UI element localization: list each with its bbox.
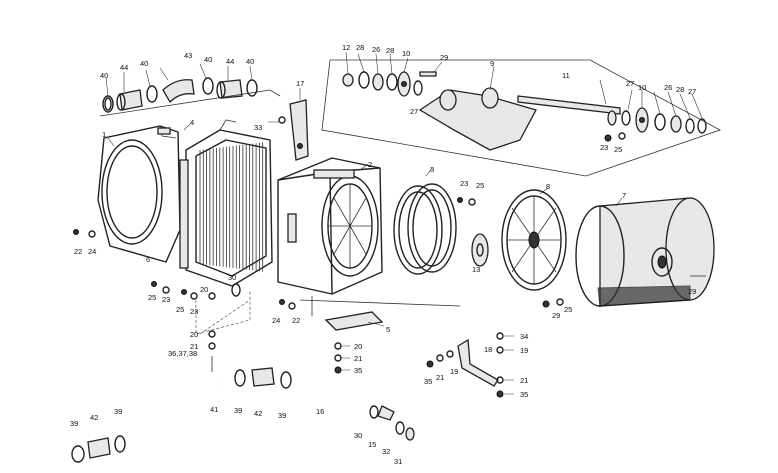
callout-20b: 20 <box>190 330 198 339</box>
callout-20a: 20 <box>200 285 208 294</box>
mount-bracket <box>457 338 499 387</box>
callout-40b: 40 <box>140 59 148 68</box>
hub <box>471 233 489 267</box>
callout-42a: 42 <box>90 413 98 422</box>
callout-29c: 29 <box>688 287 696 296</box>
callout-8: 8 <box>546 182 550 191</box>
callout-25a: 25 <box>148 293 156 302</box>
callout-21c: 21 <box>436 373 444 382</box>
callout-24a: 24 <box>88 247 96 256</box>
callout-39d: 39 <box>278 411 286 420</box>
callout-29b: 29 <box>552 311 560 320</box>
callout-44b: 44 <box>226 57 234 66</box>
support-bracket <box>299 296 461 331</box>
bracket <box>289 99 309 161</box>
fan-housing <box>277 157 383 295</box>
callout-26a: 26 <box>372 45 380 54</box>
callout-27a: 27 <box>410 107 418 116</box>
callout-29a: 29 <box>440 53 448 62</box>
callout-21a: 21 <box>190 342 198 351</box>
callout-1: 1 <box>102 130 106 139</box>
callout-26b: 26 <box>664 83 672 92</box>
callout-40c: 40 <box>204 55 212 64</box>
callout-24b: 24 <box>272 316 280 325</box>
callout-32: 32 <box>382 447 390 456</box>
callout-15: 15 <box>368 440 376 449</box>
callout-2: 2 <box>368 160 372 169</box>
callout-43: 43 <box>184 51 192 60</box>
callout-36-37-38: 36,37,38 <box>168 349 197 358</box>
assembly-guides <box>195 290 251 335</box>
callout-39a: 39 <box>70 419 78 428</box>
radiator <box>179 119 273 287</box>
shaft-assembly <box>321 59 721 177</box>
callout-5: 5 <box>386 325 390 334</box>
callout-19b: 19 <box>520 346 528 355</box>
callout-11: 11 <box>562 71 570 80</box>
callout-25b: 25 <box>176 305 184 314</box>
callout-18: 18 <box>484 345 492 354</box>
leader-lines <box>105 51 703 395</box>
drum-housing <box>575 197 715 307</box>
callout-23a: 23 <box>162 295 170 304</box>
callout-labels: 1 2 3 4 5 6 7 8 9 10 10 11 12 13 15 16 1… <box>70 43 696 466</box>
callout-30a: 30 <box>228 273 236 282</box>
callout-40a: 40 <box>100 71 108 80</box>
callout-25e: 25 <box>564 305 572 314</box>
callout-10a: 10 <box>402 49 410 58</box>
callout-35a: 35 <box>354 366 362 375</box>
callout-21b: 21 <box>354 354 362 363</box>
upper-hose-assembly <box>99 77 281 117</box>
seal-rings <box>393 183 457 275</box>
callout-19a: 19 <box>450 367 458 376</box>
callout-25c: 25 <box>476 181 484 190</box>
callout-23b: 23 <box>190 307 198 316</box>
callout-25d: 25 <box>614 145 622 154</box>
callout-27b: 27 <box>626 79 634 88</box>
callout-44a: 44 <box>120 63 128 72</box>
callout-16: 16 <box>316 407 324 416</box>
callout-13: 13 <box>472 265 480 274</box>
callout-17: 17 <box>296 79 304 88</box>
callout-27c: 27 <box>688 87 696 96</box>
callout-31: 31 <box>394 457 402 466</box>
callout-30b: 30 <box>354 431 362 440</box>
callout-39c: 39 <box>234 406 242 415</box>
callout-22a: 22 <box>74 247 82 256</box>
callout-20c: 20 <box>354 342 362 351</box>
callout-40d: 40 <box>246 57 254 66</box>
callout-42b: 42 <box>254 409 262 418</box>
callout-23d: 23 <box>600 143 608 152</box>
callout-4: 4 <box>190 118 194 127</box>
fan-shroud <box>97 125 181 263</box>
callout-10b: 10 <box>638 83 646 92</box>
lower-hoses <box>71 283 415 463</box>
callout-35c: 35 <box>520 390 528 399</box>
callout-9: 9 <box>490 59 494 68</box>
fasteners <box>73 116 706 398</box>
callout-28c: 28 <box>676 85 684 94</box>
callout-34: 34 <box>520 332 528 341</box>
callout-21d: 21 <box>520 376 528 385</box>
fan-wheel <box>501 189 567 291</box>
callout-3: 3 <box>430 165 434 174</box>
callout-35b: 35 <box>424 377 432 386</box>
callout-6: 6 <box>146 255 150 264</box>
callout-23c: 23 <box>460 179 468 188</box>
callout-41: 41 <box>210 405 218 414</box>
callout-7: 7 <box>622 191 626 200</box>
callout-12: 12 <box>342 43 350 52</box>
callout-28b: 28 <box>386 46 394 55</box>
callout-28a: 28 <box>356 43 364 52</box>
callout-39b: 39 <box>114 407 122 416</box>
callout-22b: 22 <box>292 316 300 325</box>
callout-33: 33 <box>254 123 262 132</box>
